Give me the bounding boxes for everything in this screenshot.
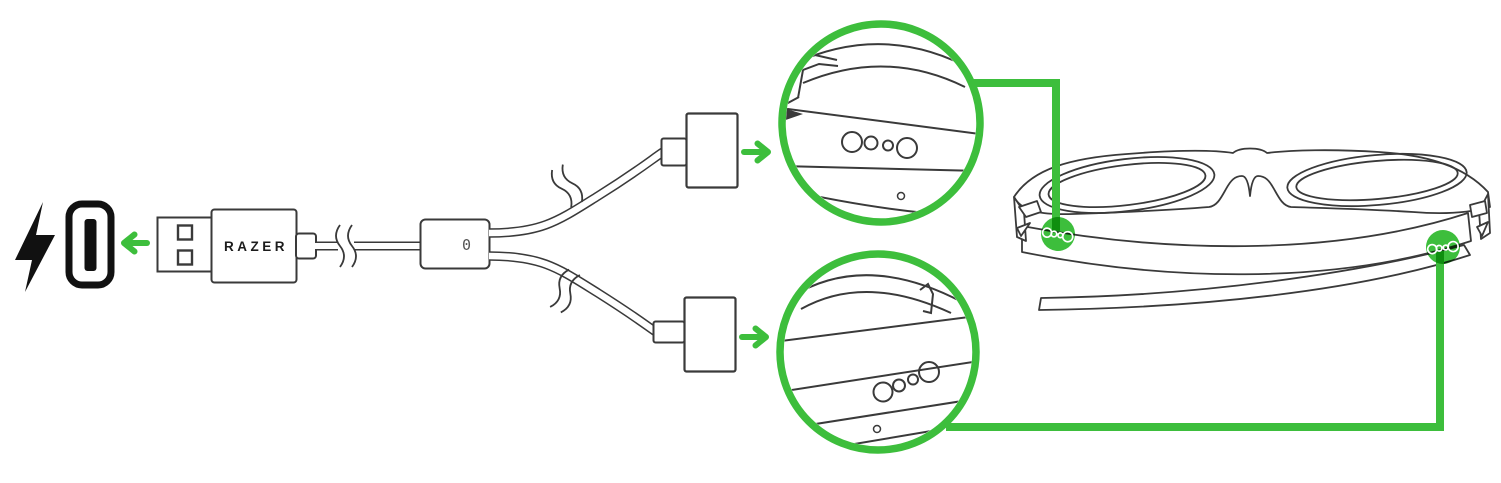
hinge-right <box>1469 193 1491 240</box>
cable-splitter-box <box>419 218 491 270</box>
usb-brand-label: RAZER <box>224 239 288 254</box>
magnifier-ring <box>778 20 984 226</box>
temple-arm-right <box>1038 244 1471 311</box>
lightning-bolt-icon <box>15 202 55 292</box>
magnified-view-top <box>778 20 984 226</box>
charging-connector-top <box>660 112 739 189</box>
folded-smart-glasses <box>1013 147 1491 311</box>
usb-plug-neck <box>295 232 317 260</box>
arrow-right-icon-top <box>741 140 771 164</box>
arrow-left-icon <box>121 231 150 255</box>
pogo-pins-bottom <box>872 361 940 403</box>
lens-left <box>1038 156 1216 214</box>
charging-connector-bottom <box>652 296 737 373</box>
charging-contact-left <box>1041 217 1075 251</box>
magnifier-ring <box>776 250 980 454</box>
contact-pins <box>1426 240 1459 255</box>
lens-right <box>1286 152 1468 208</box>
contact-pins <box>1041 227 1074 243</box>
leader-line-bottom <box>946 251 1444 431</box>
leader-line-top <box>973 79 1060 231</box>
hinge-left <box>1013 196 1042 242</box>
pogo-pins-top <box>841 131 918 159</box>
temple-edge <box>784 315 972 342</box>
charging-cable: 0 <box>315 112 739 373</box>
temple-edge <box>786 107 976 135</box>
splitter-marking: 0 <box>462 236 471 254</box>
magnified-view-bottom <box>776 250 980 454</box>
glasses-frame <box>1013 147 1491 216</box>
arrow-right-icon-bottom <box>739 325 769 349</box>
temple-arm-left <box>1021 212 1472 276</box>
cable-break-mark <box>549 268 581 314</box>
usb-contact-hole <box>176 249 194 266</box>
cable-break-mark <box>335 224 357 268</box>
usb-contact-hole <box>176 224 194 241</box>
charging-contact-right <box>1426 230 1460 264</box>
power-source-icons <box>15 200 150 292</box>
usb-power-port-icon <box>65 200 115 289</box>
connector-latch <box>919 282 935 315</box>
usb-a-plug: RAZER <box>156 208 317 284</box>
cable-break-mark <box>550 164 584 208</box>
